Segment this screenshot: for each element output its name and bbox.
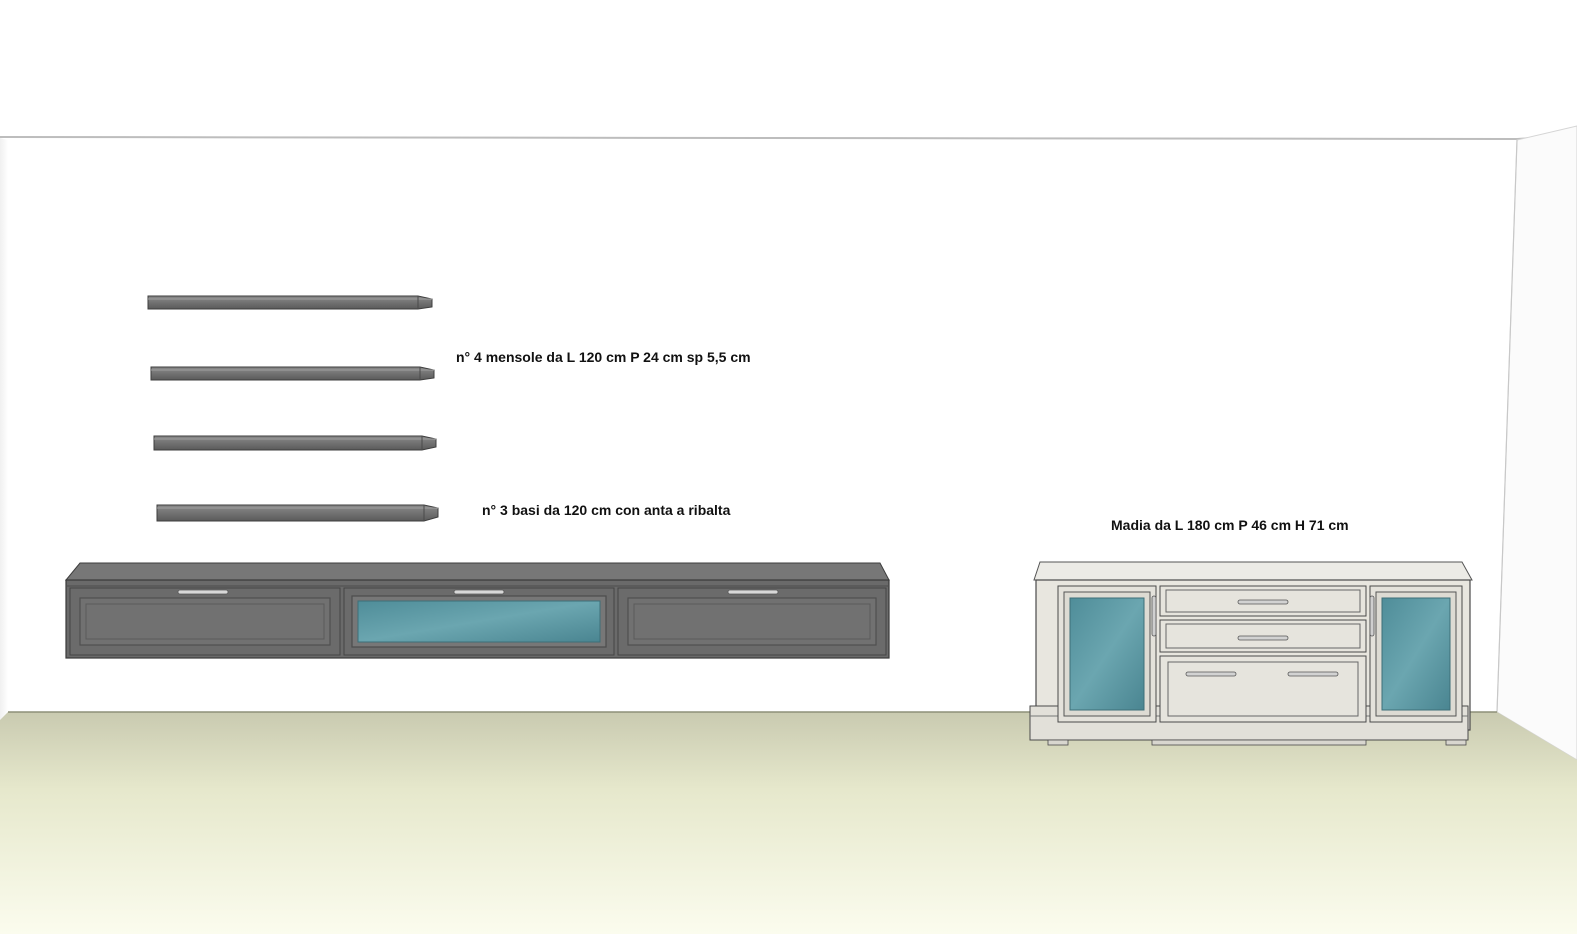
- handle-icon: [1185, 671, 1237, 677]
- sideboard-drawers: [1159, 585, 1367, 723]
- handle-icon: [727, 589, 779, 595]
- handle-icon: [1287, 671, 1339, 677]
- shelf: [147, 295, 433, 310]
- handle-icon: [1151, 595, 1157, 637]
- sideboard-top: [1033, 561, 1473, 581]
- base-unit-left: [69, 587, 341, 656]
- handle-icon: [177, 589, 229, 595]
- handle-icon: [1237, 635, 1289, 641]
- left-wall: [0, 138, 8, 720]
- sideboard-left-door: [1057, 585, 1157, 723]
- glass-panel: [1069, 597, 1145, 711]
- handle-icon: [1237, 599, 1289, 605]
- handle-icon: [1369, 595, 1375, 637]
- ceiling-line: [0, 134, 1577, 140]
- floor: [0, 712, 1577, 934]
- room: [0, 125, 1577, 934]
- wall-shelves: [147, 295, 439, 522]
- base-units-label: n° 3 basi da 120 cm con anta a ribalta: [482, 502, 731, 518]
- base-unit-right: [617, 587, 887, 656]
- base-units-top: [64, 562, 890, 581]
- sideboard: [1029, 561, 1473, 746]
- shelves-label: n° 4 mensole da L 120 cm P 24 cm sp 5,5 …: [456, 349, 751, 365]
- sideboard-label: Madia da L 180 cm P 46 cm H 71 cm: [1111, 517, 1349, 533]
- sideboard-right-door: [1369, 585, 1463, 723]
- right-corner-line: [1496, 139, 1518, 713]
- right-wall: [1496, 125, 1577, 761]
- glass-panel: [1381, 597, 1451, 711]
- shelf: [156, 504, 439, 522]
- base-units: [64, 562, 890, 659]
- shelf: [153, 435, 437, 451]
- handle-icon: [453, 589, 505, 595]
- shelf: [150, 366, 435, 381]
- base-unit-center: [343, 587, 615, 656]
- glass-panel: [357, 600, 601, 643]
